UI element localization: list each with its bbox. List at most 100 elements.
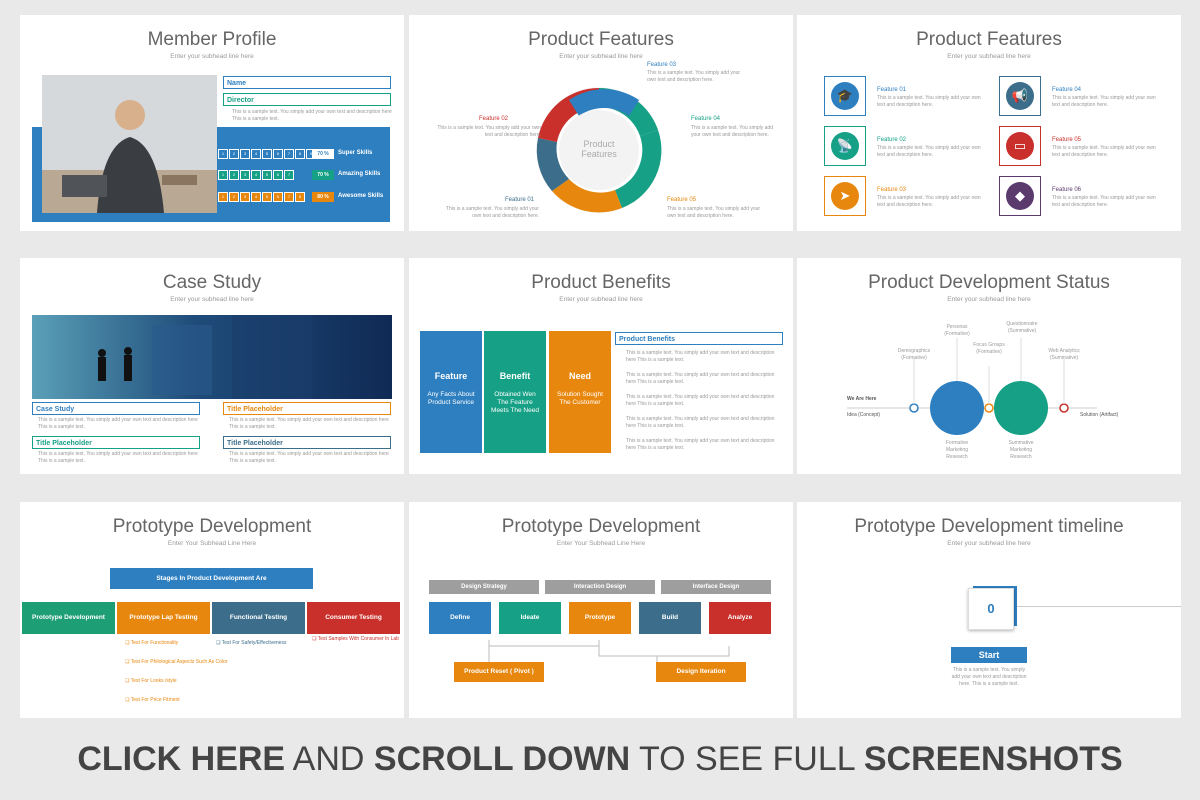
case-text: This is a sample text. You simply add yo… xyxy=(38,417,198,430)
name-box: Name xyxy=(223,76,391,89)
start-label: Start xyxy=(951,647,1027,663)
feature-text: This is a sample text. You simply add yo… xyxy=(647,70,741,83)
case-box-3: Title Placeholder xyxy=(32,436,200,449)
video-icon: ▭ xyxy=(999,126,1041,166)
megaphone-icon: 📢 xyxy=(999,76,1041,116)
slide-prototype-development-flow[interactable]: Prototype Development Enter Your Subhead… xyxy=(409,502,793,718)
feature-label: Feature 03 xyxy=(877,187,907,193)
slide-title: Prototype Development xyxy=(112,516,312,537)
profile-photo xyxy=(42,75,217,213)
slide-title: Product Development Status xyxy=(868,272,1110,293)
flow-stage: Analyze xyxy=(709,602,771,634)
call-to-action[interactable]: CLICK HERE AND SCROLL DOWN TO SEE FULL S… xyxy=(77,740,1123,778)
slide-case-study[interactable]: Case Study Enter your subhead line here … xyxy=(20,258,404,474)
benefit-bullet: This is a sample text. You simply add yo… xyxy=(626,372,775,385)
we-are-here-label: We Are Here xyxy=(847,396,877,402)
iteration-box: Design Iteration xyxy=(656,662,746,682)
bullet-item: ❑ Test Samples With Consumer In Lab xyxy=(312,636,399,642)
slide-subtitle: Enter your subhead line here xyxy=(947,53,1031,60)
businessman-photo-icon xyxy=(42,75,217,213)
case-text: This is a sample text. You simply add yo… xyxy=(229,417,389,430)
status-label: Questionnaire (Summative) xyxy=(1006,321,1038,334)
group-label: Design Strategy xyxy=(429,580,539,594)
case-box-2: Title Placeholder xyxy=(223,402,391,415)
slide-prototype-development-tree[interactable]: Prototype Development Enter Your Subhead… xyxy=(20,502,404,718)
slide-title: Product Benefits xyxy=(531,272,671,293)
benefits-side-title: Product Benefits xyxy=(615,332,783,345)
slide-member-profile[interactable]: Member Profile Enter your subhead line h… xyxy=(20,15,404,231)
group-label: Interface Design xyxy=(661,580,771,594)
flow-stage: Build xyxy=(639,602,701,634)
slide-subtitle: Enter your subhead line here xyxy=(947,296,1031,303)
slide-product-development-status[interactable]: Product Development Status Enter your su… xyxy=(797,258,1181,474)
solution-label: Solution (Artifact) xyxy=(1080,412,1119,418)
flow-stage: Define xyxy=(429,602,491,634)
status-label: Web Analytics (Summative) xyxy=(1048,348,1080,361)
slide-product-benefits[interactable]: Product Benefits Enter your subhead line… xyxy=(409,258,793,474)
status-label: Summative Marketing Research xyxy=(1008,440,1034,460)
feature-text: This is a sample text. You simply add yo… xyxy=(667,206,761,219)
case-text: This is a sample text. You simply add yo… xyxy=(38,451,198,464)
slide-subtitle: Enter your subhead line here xyxy=(170,296,254,303)
slide-product-features-cycle[interactable]: Product Features Enter your subhead line… xyxy=(409,15,793,231)
benefit-bullet: This is a sample text. You simply add yo… xyxy=(626,350,775,363)
slide-title: Product Features xyxy=(916,29,1062,50)
satellite-dish-icon: 📡 xyxy=(824,126,866,166)
slide-title: Product Features xyxy=(528,29,674,50)
feature-label: Feature 04 xyxy=(691,116,721,122)
feature-label: Feature 02 xyxy=(877,137,907,143)
feature-text: This is a sample text. You simply add yo… xyxy=(877,95,981,108)
feature-label: Feature 05 xyxy=(1052,137,1082,143)
skill-label: Awesome Skills xyxy=(338,193,384,199)
status-label: Formative Marketing Research xyxy=(945,440,969,460)
diamond-icon: ◆ xyxy=(999,176,1041,216)
feature-text: This is a sample text. You simply add yo… xyxy=(445,206,539,219)
slide-subtitle: Enter Your Subhead Line Here xyxy=(556,540,646,547)
benefit-bullet: This is a sample text. You simply add yo… xyxy=(626,438,775,451)
skill-label: Super Skills xyxy=(338,150,373,156)
feature-text: This is a sample text. You simply add yo… xyxy=(1052,95,1156,108)
flow-connectors xyxy=(488,640,730,662)
slide-title: Member Profile xyxy=(147,29,277,50)
skill-label: Amazing Skills xyxy=(338,171,381,177)
bullet-item: ❑ Test For Looks /style xyxy=(125,678,177,684)
feature-label: Feature 06 xyxy=(1052,187,1082,193)
skill-pct: 70 % xyxy=(312,149,334,159)
slide-subtitle: Enter your subhead line here xyxy=(170,53,254,60)
bullet-item: ❑ Test For Safety/Effectiveness xyxy=(216,640,287,646)
benefit-bullet: This is a sample text. You simply add yo… xyxy=(626,394,775,407)
case-box-4: Title Placeholder xyxy=(223,436,391,449)
status-label: Demographics (Formative) xyxy=(897,348,931,361)
slide-title: Case Study xyxy=(162,272,262,293)
pivot-box: Product Reset ( Pivot ) xyxy=(454,662,544,682)
flow-stage: Prototype xyxy=(569,602,631,634)
status-label: Focus Groups (Formative) xyxy=(973,342,1005,355)
feature-text: This is a sample text. You simply add yo… xyxy=(691,125,773,138)
slide-subtitle: Enter Your Subhead Line Here xyxy=(167,540,257,547)
feature-text: This is a sample text. You simply add yo… xyxy=(877,195,981,208)
skill-pct: 70 % xyxy=(312,170,334,180)
slide-subtitle: Enter your subhead line here xyxy=(947,540,1031,547)
stage-box: Prototype Development xyxy=(22,602,115,634)
status-diagram xyxy=(847,338,1097,435)
bullet-item: ❑ Test For Philological Aspects Such As … xyxy=(125,659,228,665)
slide-product-features-grid[interactable]: Product Features Enter your subhead line… xyxy=(797,15,1181,231)
feature-text: This is a sample text. You simply add yo… xyxy=(437,125,541,138)
benefit-bullet: This is a sample text. You simply add yo… xyxy=(626,416,775,429)
feature-label: Feature 04 xyxy=(1052,87,1082,93)
graduation-cap-icon: 🎓 xyxy=(824,76,866,116)
cycle-center-label: Product Features xyxy=(581,139,617,159)
stage-box: Consumer Testing xyxy=(307,602,400,634)
idea-label: Idea (Concept) xyxy=(847,412,881,418)
slide-title: Prototype Development xyxy=(501,516,701,537)
feature-text: This is a sample text. You simply add yo… xyxy=(1052,195,1156,208)
slide-prototype-timeline[interactable]: Prototype Development timeline Enter you… xyxy=(797,502,1181,718)
feature-text: This is a sample text. You simply add yo… xyxy=(877,145,981,158)
bullet-item: ❑ Test For Functionality xyxy=(125,640,179,646)
case-study-banner-image xyxy=(32,315,392,399)
stages-header: Stages In Product Development Are xyxy=(110,568,313,589)
